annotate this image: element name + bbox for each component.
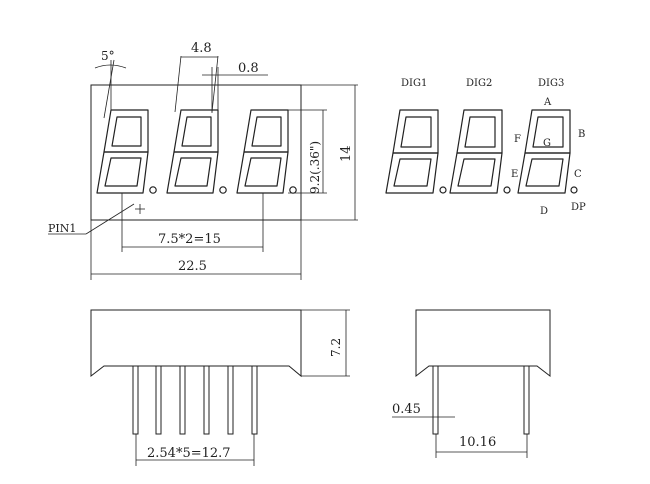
body-height-dimension: [301, 84, 358, 221]
front-view: 5° 4.8 0.8 9.2(.36") 14: [48, 41, 358, 280]
digit-width-label: 4.8: [191, 41, 212, 56]
pitch-dimension: [121, 193, 264, 252]
digit-height-label: 9.2(.36"): [308, 141, 322, 194]
segment-width-label: 0.8: [238, 61, 259, 76]
body-width-dimension: [90, 220, 302, 280]
segment-label-f: F: [514, 134, 521, 145]
segment-map: DIG1 DIG2 DIG3 A B F G E C: [385, 78, 586, 217]
end-body-outline: [415, 309, 551, 378]
front-digit-2-dp: [219, 186, 227, 194]
pin-pitch-dimension: [135, 434, 255, 466]
segment-label-a: A: [543, 97, 552, 108]
map-digit-1: [385, 109, 447, 194]
segment-width-dimension: [202, 67, 268, 113]
row-spacing-label: 10.16: [459, 435, 496, 450]
digit-height-dimension: [288, 109, 327, 194]
side-body-outline: [90, 309, 302, 378]
end-pins: [432, 365, 530, 435]
segment-label-e: E: [511, 169, 518, 180]
segment-label-g: G: [543, 138, 551, 149]
body-height-label: 14: [339, 145, 354, 162]
front-digit-1-dp: [149, 186, 157, 194]
front-digit-3: [236, 109, 297, 194]
display-body-outline: [90, 84, 302, 221]
front-digit-1: [96, 109, 157, 194]
angle-dimension: [94, 59, 127, 119]
pin-thickness-label: 0.45: [392, 402, 421, 417]
pin-thickness-dimension: [392, 402, 455, 420]
map-digit-2: [449, 109, 511, 194]
pin1-label: PIN1: [48, 222, 76, 235]
digit-label-3: DIG3: [538, 78, 564, 89]
body-width-label: 22.5: [178, 259, 207, 274]
front-digit-2: [166, 109, 227, 194]
segment-label-dp: DP: [571, 202, 586, 213]
digit-width-dimension: [174, 55, 219, 113]
segment-label-c: C: [574, 169, 582, 180]
pitch-label: 7.5*2=15: [158, 232, 221, 247]
map-digit-3: [517, 109, 578, 194]
segment-label-d: D: [540, 206, 548, 217]
segment-label-b: B: [578, 129, 585, 140]
angle-label: 5°: [101, 49, 115, 63]
digit-label-1: DIG1: [401, 78, 427, 89]
pin1-marker: [48, 203, 145, 235]
side-pins: [132, 365, 258, 435]
end-view: 0.45 10.16: [392, 309, 551, 458]
pin-pitch-label: 2.54*5=12.7: [147, 446, 231, 461]
digit-label-2: DIG2: [466, 78, 492, 89]
front-digit-3-dp: [289, 186, 297, 194]
row-spacing-dimension: [435, 434, 528, 458]
side-height-label: 7.2: [329, 338, 343, 357]
side-height-dimension: [301, 309, 350, 377]
side-view: 7.2 2.54*5=12.7: [90, 309, 350, 466]
